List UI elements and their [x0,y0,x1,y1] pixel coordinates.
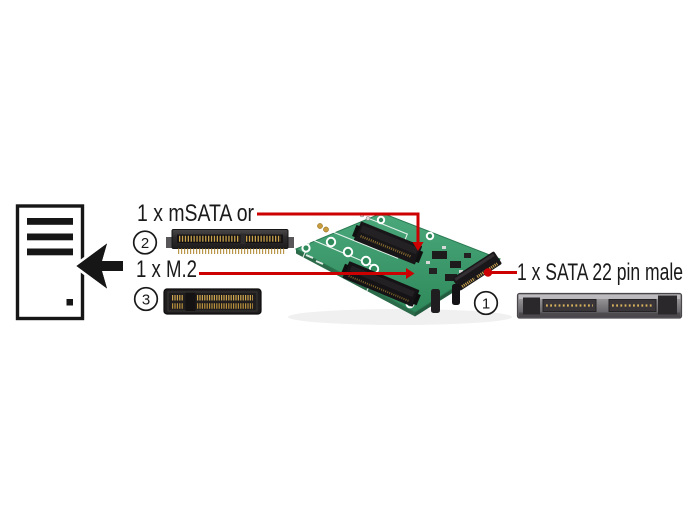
m2-connector-image [163,288,262,315]
pcb-mounting-holes [301,215,435,309]
callout-3-circle [133,286,159,312]
callout-2-circle [132,230,158,255]
sata-end-block-right [658,295,677,315]
msata-slot [177,234,283,243]
msata-connector-image [166,229,294,255]
sata-label: 1 x SATA 22 pin male [517,259,683,286]
callout-3-number: 3 [142,292,150,309]
sata-slot-7pin [542,299,597,312]
msata-callout-arrowhead [412,242,424,251]
pcb-standoff-1 [431,289,440,313]
pc-tower-icon [15,204,85,321]
pcb-shadow [288,309,512,325]
callout-1-number: 1 [482,296,490,313]
msata-label: 1 x mSATA or [137,200,254,227]
tower-bay-2 [27,233,73,241]
tower-bay-1 [27,218,73,225]
arrow-left-icon-fill [76,243,123,289]
sata-slot-15pin [608,299,657,312]
callout-3: 3 [133,286,159,312]
msata-tab-left [166,237,174,248]
pcb-sata-edge-connector [452,251,502,291]
converter-pcb [288,207,512,325]
m2-callout-arrowhead [406,268,415,279]
tower-power-button [66,299,73,306]
callout-2: 2 [132,230,158,255]
sata-top-highlight [519,295,680,299]
sata-bottom-shade [519,312,680,317]
tower-bay-3 [27,248,73,256]
callout-2-number: 2 [141,235,149,252]
m2-key-bar [185,292,196,311]
msata-callout-line [257,212,420,243]
m2-body-inner [167,291,258,312]
m2-label: 1 x M.2 [136,256,197,283]
pcb-standoff-2 [452,284,460,305]
m2-body [163,288,262,315]
msata-tab-right [286,237,294,248]
pcb-msata-socket [351,221,424,265]
pcb-smd-components [426,246,471,281]
sata-end-block-left [523,297,540,315]
callout-lines [199,212,517,279]
sata-connector-image [516,292,683,319]
msata-key-notch [240,233,246,244]
callout-1-circle [473,290,499,316]
callout-1: 1 [473,290,499,316]
